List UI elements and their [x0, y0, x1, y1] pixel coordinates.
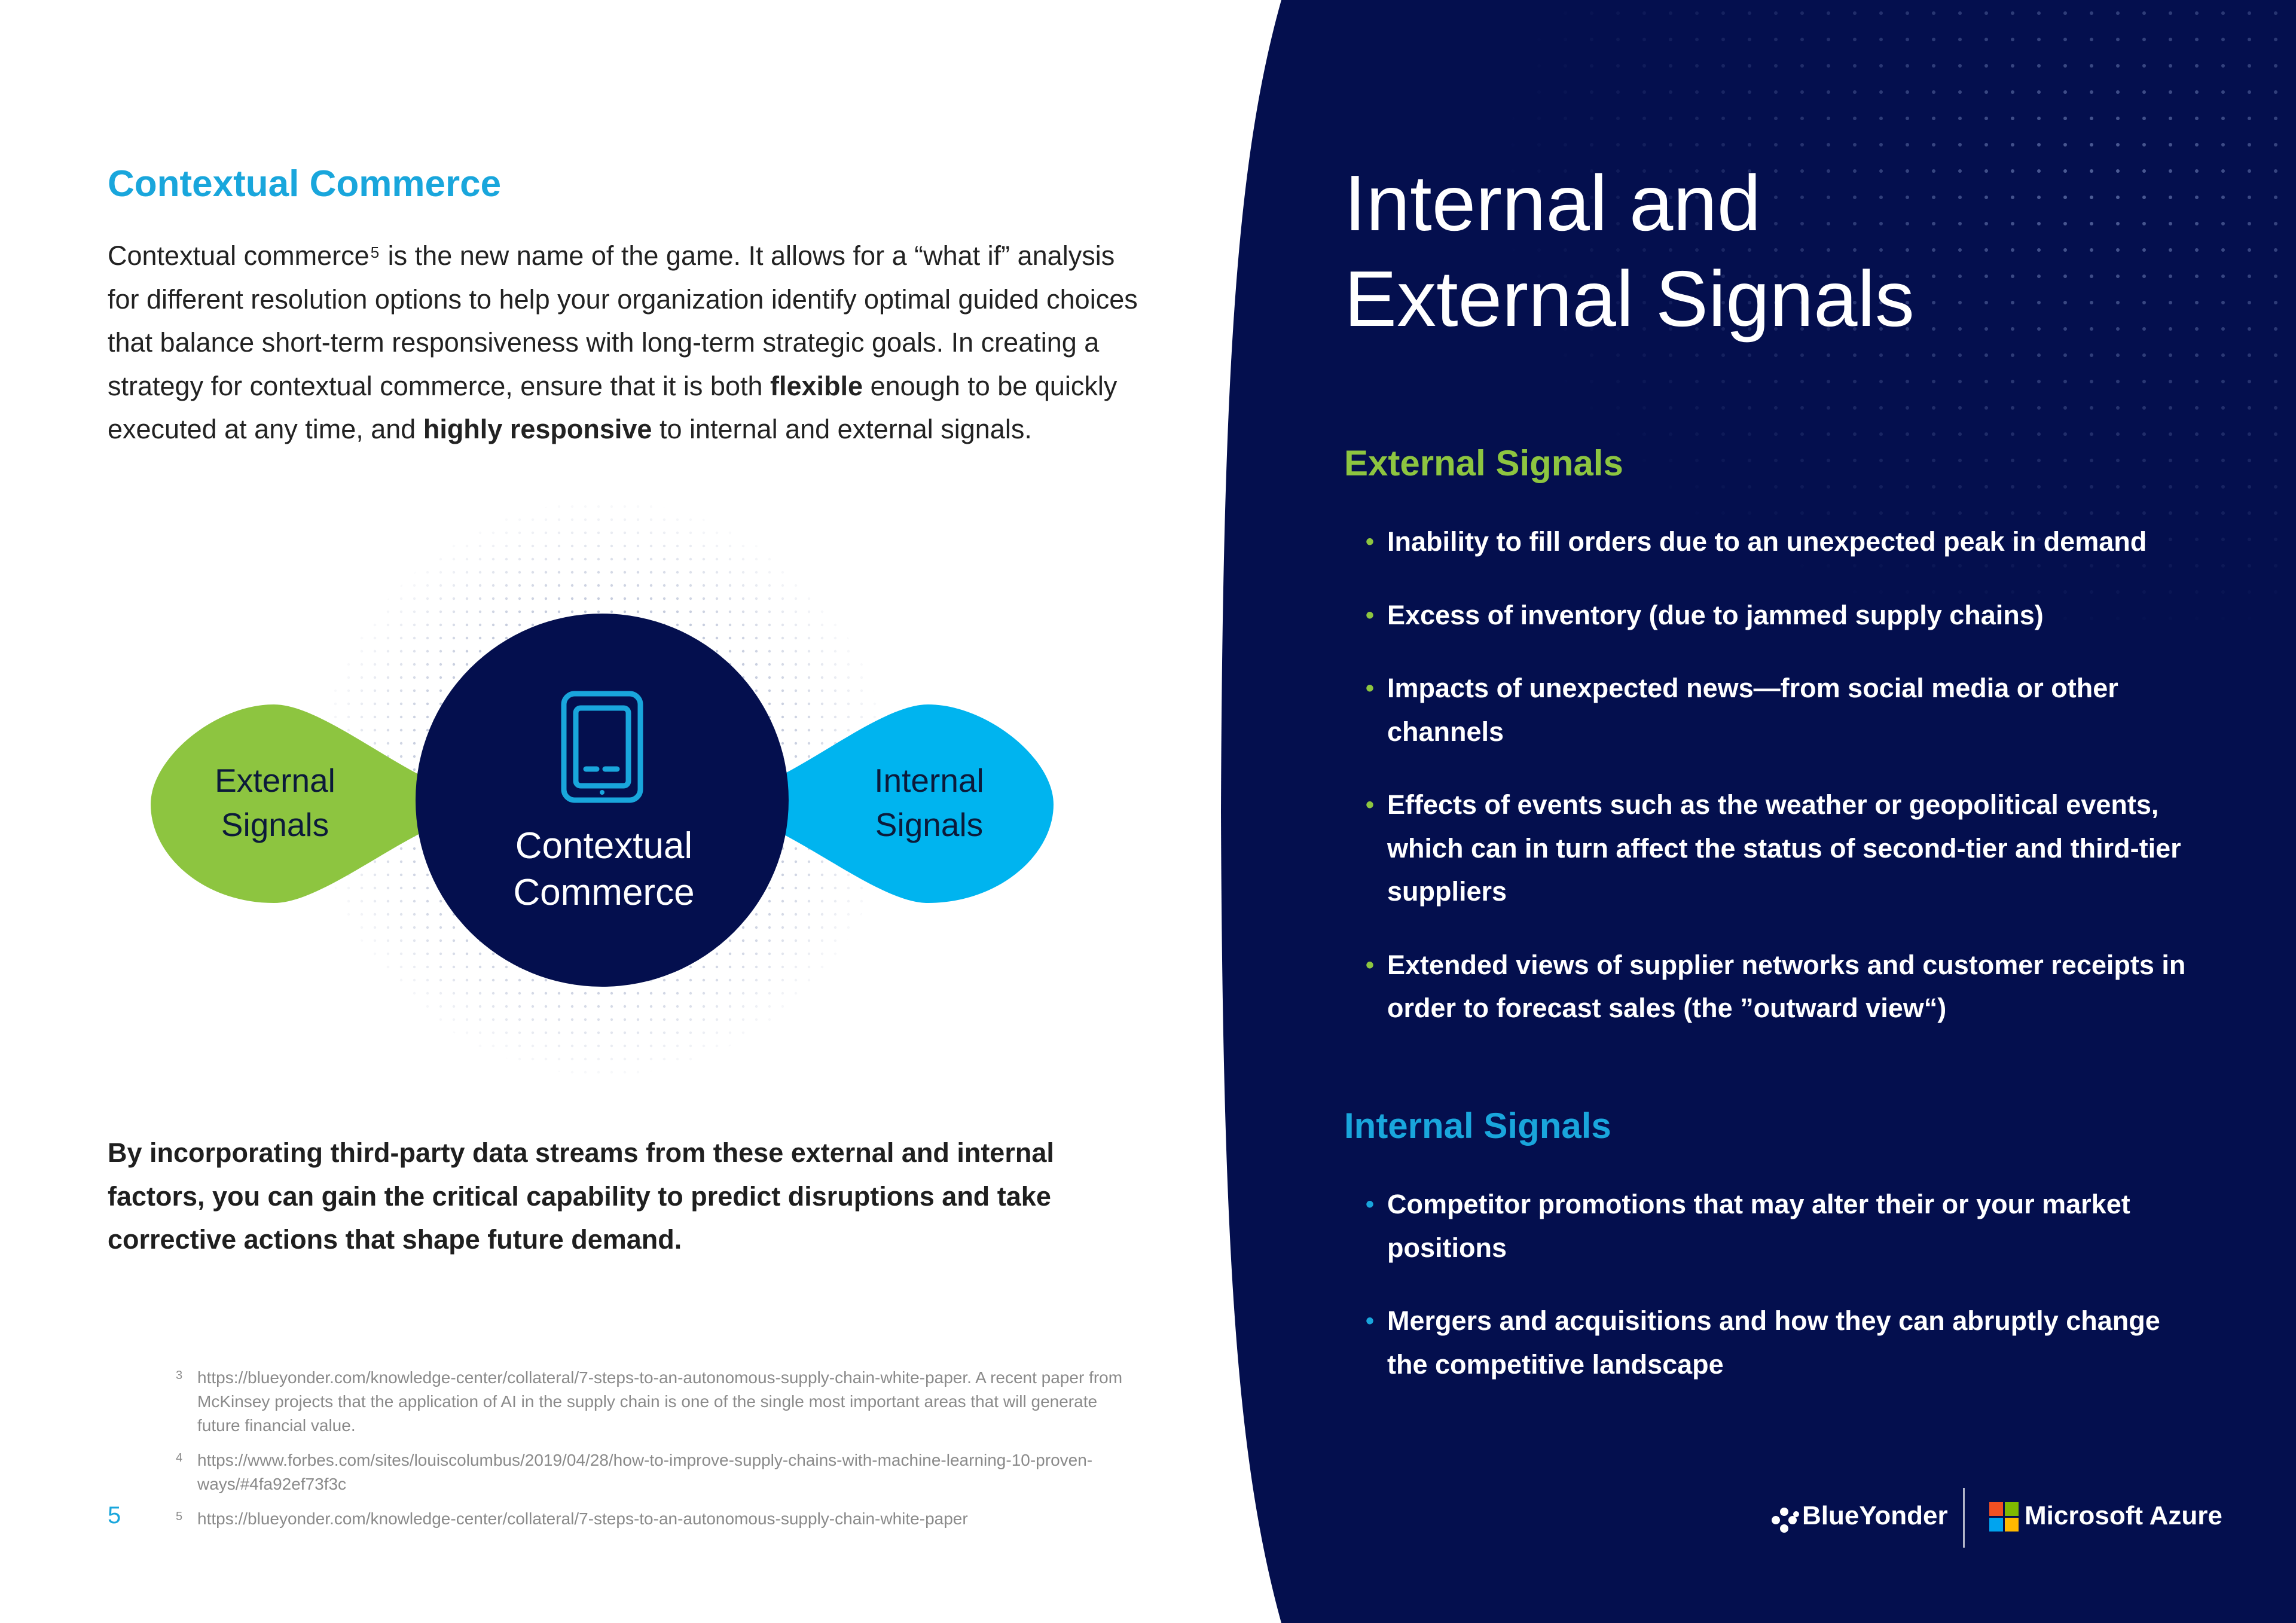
section-heading: Contextual Commerce — [108, 163, 502, 205]
microsoft-logo-icon — [1989, 1502, 2019, 1532]
bold-flexible: flexible — [770, 370, 863, 401]
page-title: Internal and External Signals — [1344, 159, 1915, 343]
blueyonder-logo: BlueYonder — [1802, 1501, 1948, 1530]
conclusion-paragraph: By incorporating third-party data stream… — [108, 1137, 1054, 1255]
microsoft-azure-logo: Microsoft Azure — [2025, 1501, 2222, 1530]
list-item: •Excess of inventory (due to jammed supp… — [1366, 599, 2044, 630]
internal-signals-heading: Internal Signals — [1344, 1106, 1611, 1146]
dot-texture — [1196, 0, 2296, 837]
logo-divider — [1963, 1488, 1965, 1548]
intro-paragraph: Contextual commerce5 is the new name of … — [108, 240, 1138, 444]
list-item: •Competitor promotions that may alter th… — [1366, 1189, 2130, 1263]
list-item: •Extended views of supplier networks and… — [1366, 949, 2186, 1024]
blueyonder-mark-icon — [1772, 1508, 1799, 1533]
list-item: •Inability to fill orders due to an unex… — [1366, 526, 2147, 557]
internal-signals-list: •Competitor promotions that may alter th… — [1344, 1183, 2193, 1416]
list-item: •Effects of events such as the weather o… — [1366, 789, 2181, 907]
external-signals-heading: External Signals — [1344, 443, 1623, 483]
list-item: •Mergers and acquisitions and how they c… — [1366, 1305, 2160, 1380]
page-number: 5 — [108, 1502, 121, 1529]
external-signals-list: •Inability to fill orders due to an unex… — [1344, 520, 2193, 1060]
tablet-icon — [561, 691, 643, 803]
external-signals-bubble — [151, 704, 456, 903]
footnote-ref: 5 — [370, 243, 380, 261]
bold-highly-responsive: highly responsive — [423, 414, 652, 444]
internal-signals-bubble — [746, 704, 1054, 903]
list-item: •Impacts of unexpected news—from social … — [1366, 673, 2118, 747]
